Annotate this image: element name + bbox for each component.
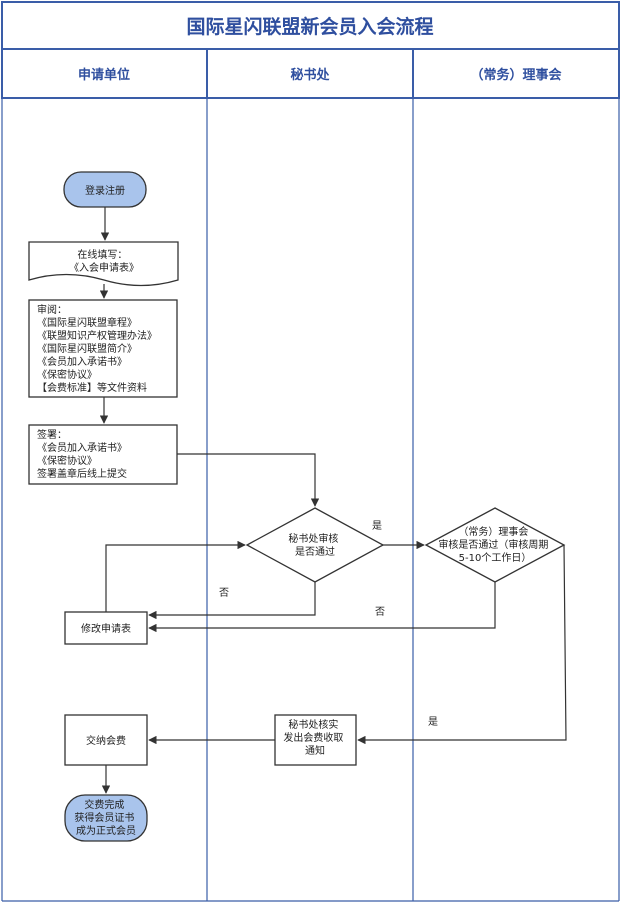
node-labels: 登录注册 在线填写： 《入会申请表》 审阅： 《国际星闪联盟章程》 《联盟知识产… — [37, 184, 551, 837]
edge-council-yes — [357, 544, 567, 745]
diagram-title: 国际星闪联盟新会员入会流程 — [186, 15, 433, 38]
lane-header-applicant: 申请单位 — [78, 67, 130, 83]
node-register-label: 登录注册 — [85, 184, 125, 197]
node-review-docs-line: 《国际星闪联盟简介》 — [37, 342, 137, 355]
node-secretariat-review-line: 是否通过 — [295, 545, 335, 558]
node-fee-notice-shape — [274, 714, 357, 766]
node-register-line: 登录注册 — [85, 184, 125, 197]
node-fee-notice-line: 发出会费收取 — [283, 731, 343, 744]
node-pay-fee-label: 交纳会费 — [86, 734, 126, 747]
node-pay-fee-shape — [64, 714, 148, 766]
node-sign-shape — [28, 424, 178, 485]
label-secretariat-yes: 是 — [372, 520, 382, 532]
edge-modify-to-secretariat — [105, 540, 246, 612]
node-modify-form-label: 修改申请表 — [81, 622, 131, 635]
node-sign-line: 签署盖章后线上提交 — [37, 467, 127, 480]
node-review-docs-line: 【会费标准】等文件资料 — [37, 381, 147, 394]
label-secretariat-no: 否 — [219, 587, 229, 599]
edge-labels: 是 否 否 是 — [219, 520, 438, 728]
node-secretariat-review-shape — [245, 507, 385, 583]
node-complete-line: 成为正式会员 — [76, 824, 136, 837]
node-complete-shape — [64, 794, 148, 842]
node-sign-line: 签署： — [37, 428, 67, 441]
label-council-yes: 是 — [428, 716, 438, 728]
node-complete-label: 交费完成 获得会员证书 成为正式会员 — [74, 798, 137, 837]
node-council-review-line: （常务）理事会 — [458, 525, 528, 538]
title-box — [1, 1, 620, 50]
edge-sign-to-secretariat — [177, 453, 320, 507]
lane-header-council: （常务）理事会 — [470, 67, 562, 83]
node-pay-fee-line: 交纳会费 — [86, 734, 126, 747]
node-complete-line: 交费完成 — [84, 798, 124, 811]
lane-header-box-council — [412, 48, 620, 99]
node-complete-line: 获得会员证书 — [74, 811, 134, 824]
node-fill-form-line: 在线填写： — [77, 248, 127, 261]
node-review-docs-line: 《国际星闪联盟章程》 — [37, 316, 137, 329]
connectors — [99, 207, 567, 794]
node-fill-form-line: 《入会申请表》 — [69, 261, 139, 274]
node-secretariat-review-line: 秘书处审核 — [288, 532, 338, 545]
edge-secretariat-no — [148, 582, 316, 620]
edge-council-no — [148, 582, 496, 633]
node-review-docs-line: 《会员加入承诺书》 — [37, 355, 127, 368]
node-fee-notice-line: 通知 — [305, 744, 325, 757]
node-sign-label: 签署： 《会员加入承诺书》 《保密协议》 签署盖章后线上提交 — [37, 428, 130, 480]
node-review-docs-line: 审阅： — [37, 303, 67, 316]
nodes — [28, 171, 566, 842]
label-council-no: 否 — [375, 606, 385, 618]
node-secretariat-review-label: 秘书处审核 是否通过 — [288, 532, 341, 558]
node-sign-line: 《会员加入承诺书》 — [37, 441, 127, 454]
node-review-docs-line: 《联盟知识产权管理办法》 — [37, 329, 157, 342]
node-fee-notice-label: 秘书处核实 发出会费收取 通知 — [283, 718, 346, 757]
node-review-docs-line: 《保密协议》 — [37, 368, 97, 381]
node-fill-form-label: 在线填写： 《入会申请表》 — [69, 248, 139, 274]
node-council-review-line: 5-10个工作日） — [459, 552, 532, 564]
node-modify-form-line: 修改申请表 — [81, 622, 131, 635]
node-review-docs-label: 审阅： 《国际星闪联盟章程》 《联盟知识产权管理办法》 《国际星闪联盟简介》 《… — [37, 303, 160, 394]
node-review-docs-shape — [28, 299, 178, 398]
node-sign-line: 《保密协议》 — [37, 454, 97, 467]
node-council-review-line: 审核是否通过（审核周期 — [438, 538, 548, 551]
node-fill-form-shape — [28, 241, 179, 287]
node-council-review-label: （常务）理事会 审核是否通过（审核周期 5-10个工作日） — [438, 525, 551, 564]
lane-header-secretariat: 秘书处 — [290, 67, 330, 83]
lane-header-box-applicant — [1, 48, 208, 99]
node-fee-notice-line: 秘书处核实 — [288, 718, 338, 731]
